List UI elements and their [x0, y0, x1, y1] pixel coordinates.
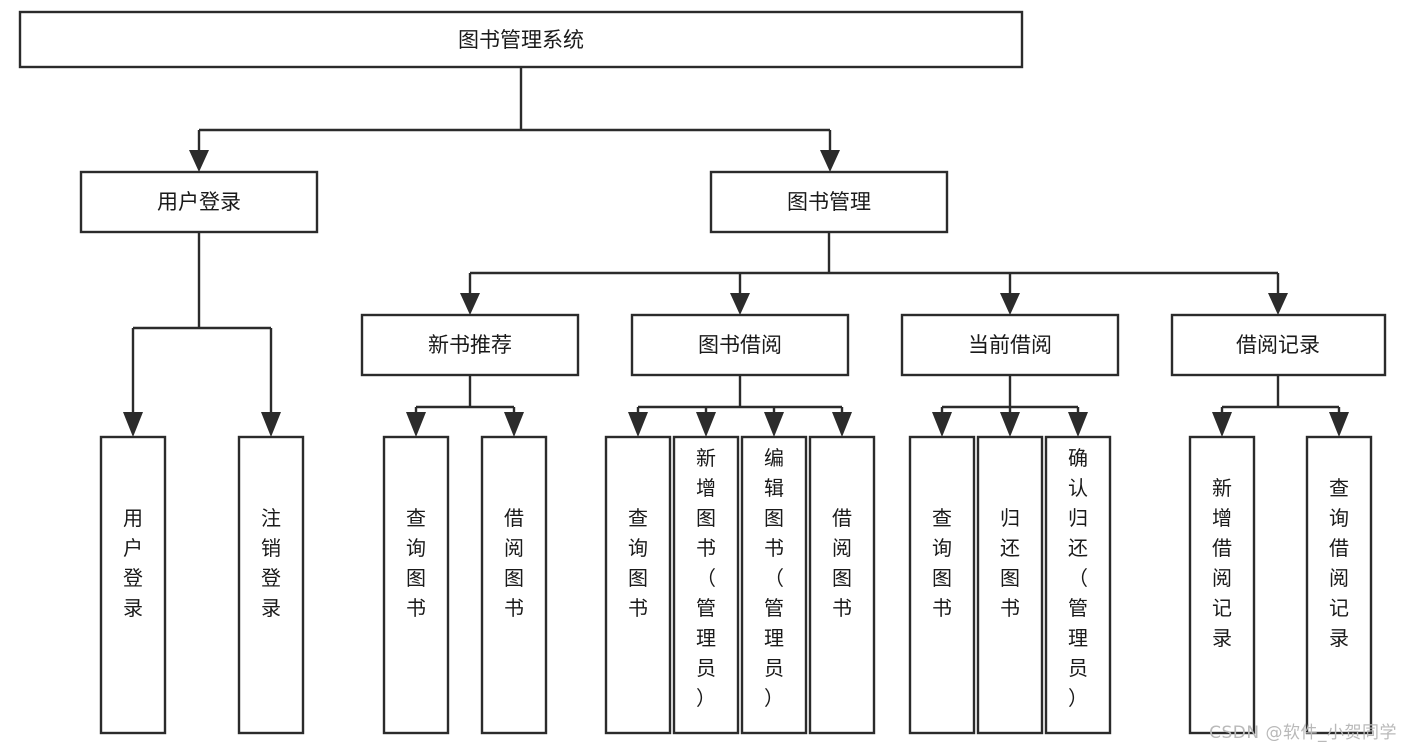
leaf-user-login-label: 用户登录 [123, 506, 143, 620]
arrow-nbr-to-leaf-query-book-1 [406, 412, 426, 437]
edge-book-borrow-bus [636, 375, 844, 415]
edge-new-book-recommend-bus [414, 375, 516, 415]
arrow-cb-to-leaf-return-book [1000, 412, 1020, 437]
leaf-query-book-1-label: 查询图书 [406, 506, 426, 620]
leaf-borrow-book-2-label: 借阅图书 [832, 506, 852, 620]
node-leaf-query-book-2[interactable]: 查询图书 [604, 435, 672, 735]
node-leaf-return-book[interactable]: 归还图书 [976, 435, 1044, 735]
arrow-bb-to-leaf-edit-book [764, 412, 784, 437]
book-manage-label: 图书管理 [787, 190, 871, 214]
leaf-confirm-return-box[interactable] [1044, 435, 1112, 735]
current-borrow-label: 当前借阅 [968, 333, 1052, 357]
node-leaf-query-book-3[interactable]: 查询图书 [908, 435, 976, 735]
borrow-record-label: 借阅记录 [1236, 333, 1320, 357]
user-login-label: 用户登录 [157, 190, 241, 214]
node-root[interactable]: 图书管理系统 [18, 10, 1024, 69]
arrow-root-to-user-login [189, 150, 209, 172]
arrow-book-manage-to-new-book-recommend [460, 293, 480, 315]
book-borrow-label: 图书借阅 [698, 333, 782, 357]
leaf-add-book-label: 新增图书（管理员） [696, 446, 716, 710]
leaf-query-record-label: 查询借阅记录 [1329, 476, 1349, 650]
leaf-layer: 用户登录 注销登录 查询图书 借阅图书 查询图书 新增图书（管理员） [99, 435, 1373, 735]
edge-user-login-bus [131, 232, 273, 415]
node-leaf-logout-login[interactable]: 注销登录 [237, 435, 305, 735]
current-borrow-box[interactable] [900, 313, 1120, 377]
leaf-user-login-box[interactable] [99, 435, 167, 735]
leaf-borrow-book-1-box[interactable] [480, 435, 548, 735]
arrow-br-to-leaf-query-record [1329, 412, 1349, 437]
node-leaf-user-login[interactable]: 用户登录 [99, 435, 167, 735]
node-book-manage[interactable]: 图书管理 [709, 170, 949, 234]
node-borrow-record[interactable]: 借阅记录 [1170, 313, 1387, 377]
leaf-confirm-return-label: 确认归还（管理员） [1068, 446, 1088, 710]
edge-root-to-level1-bus [197, 67, 832, 152]
leaf-logout-login-box[interactable] [237, 435, 305, 735]
arrow-root-to-book-manage [820, 150, 840, 172]
node-leaf-add-record[interactable]: 新增借阅记录 [1188, 435, 1256, 735]
leaf-query-record-box[interactable] [1305, 435, 1373, 735]
leaf-logout-login-label: 注销登录 [261, 506, 281, 620]
arrow-cb-to-leaf-query-book-3 [932, 412, 952, 437]
connector-layer [123, 67, 1349, 437]
leaf-query-book-1-box[interactable] [382, 435, 450, 735]
node-leaf-query-book-1[interactable]: 查询图书 [382, 435, 450, 735]
leaf-return-book-box[interactable] [976, 435, 1044, 735]
new-book-recommend-label: 新书推荐 [428, 333, 512, 357]
root-box[interactable] [18, 10, 1024, 69]
leaf-borrow-book-2-box[interactable] [808, 435, 876, 735]
node-current-borrow[interactable]: 当前借阅 [900, 313, 1120, 377]
leaf-query-book-3-box[interactable] [908, 435, 976, 735]
arrow-br-to-leaf-add-record [1212, 412, 1232, 437]
arrow-user-login-to-leaf-user-login [123, 412, 143, 437]
arrow-book-manage-to-borrow-record [1268, 293, 1288, 315]
edge-borrow-record-bus [1220, 375, 1341, 415]
node-leaf-query-record[interactable]: 查询借阅记录 [1305, 435, 1373, 735]
user-login-box[interactable] [79, 170, 319, 234]
leaf-query-book-2-label: 查询图书 [628, 506, 648, 620]
arrow-book-manage-to-current-borrow [1000, 293, 1020, 315]
arrow-bb-to-leaf-add-book [696, 412, 716, 437]
book-borrow-box[interactable] [630, 313, 850, 377]
node-leaf-confirm-return[interactable]: 确认归还（管理员） [1044, 435, 1112, 735]
leaf-query-book-2-box[interactable] [604, 435, 672, 735]
arrow-bb-to-leaf-query-book-2 [628, 412, 648, 437]
arrow-bb-to-leaf-borrow-book-2 [832, 412, 852, 437]
book-manage-box[interactable] [709, 170, 949, 234]
node-book-borrow[interactable]: 图书借阅 [630, 313, 850, 377]
node-new-book-recommend[interactable]: 新书推荐 [360, 313, 580, 377]
arrow-user-login-to-leaf-logout-login [261, 412, 281, 437]
new-book-recommend-box[interactable] [360, 313, 580, 377]
borrow-record-box[interactable] [1170, 313, 1387, 377]
leaf-return-book-label: 归还图书 [1000, 506, 1020, 620]
leaf-edit-book-box[interactable] [740, 435, 808, 735]
edge-current-borrow-bus [940, 375, 1080, 415]
leaf-add-book-box[interactable] [672, 435, 740, 735]
leaf-add-record-label: 新增借阅记录 [1212, 476, 1232, 650]
leaf-add-record-box[interactable] [1188, 435, 1256, 735]
leaf-query-book-3-label: 查询图书 [932, 506, 952, 620]
node-leaf-borrow-book-1[interactable]: 借阅图书 [480, 435, 548, 735]
leaf-borrow-book-1-label: 借阅图书 [504, 506, 524, 620]
arrow-nbr-to-leaf-borrow-book-1 [504, 412, 524, 437]
node-leaf-borrow-book-2[interactable]: 借阅图书 [808, 435, 876, 735]
leaf-edit-book-label: 编辑图书（管理员） [764, 446, 784, 710]
node-leaf-edit-book[interactable]: 编辑图书（管理员） [740, 435, 808, 735]
node-user-login[interactable]: 用户登录 [79, 170, 319, 234]
arrow-book-manage-to-book-borrow [730, 293, 750, 315]
node-leaf-add-book[interactable]: 新增图书（管理员） [672, 435, 740, 735]
edge-book-manage-bus [468, 232, 1280, 295]
arrow-cb-to-leaf-confirm-return [1068, 412, 1088, 437]
root-label: 图书管理系统 [458, 28, 584, 52]
